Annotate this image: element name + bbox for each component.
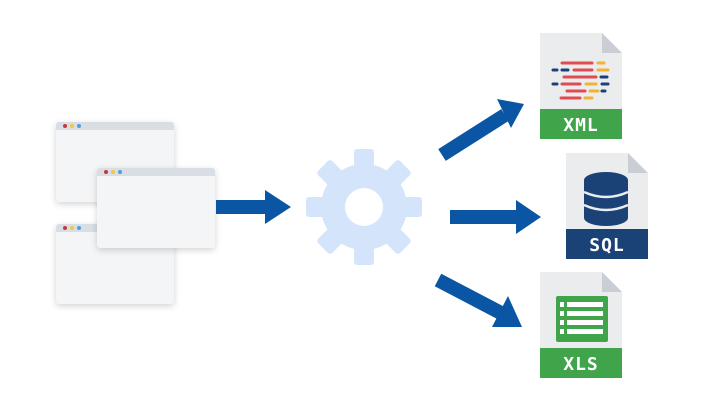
maximize-dot <box>118 170 122 174</box>
arrow-to-xls <box>434 273 522 327</box>
xls-label: XLS <box>563 354 599 375</box>
xml-file-icon: XML <box>540 33 622 139</box>
close-dot <box>63 124 67 128</box>
sql-label: SQL <box>589 235 625 256</box>
window-titlebar <box>56 122 174 130</box>
window-titlebar <box>97 168 215 176</box>
arrow-to-gear <box>216 190 291 224</box>
minimize-dot <box>70 226 74 230</box>
maximize-dot <box>77 124 81 128</box>
minimize-dot <box>111 170 115 174</box>
xml-label: XML <box>563 115 599 136</box>
arrow-to-xml <box>438 99 524 161</box>
arrow-to-sql <box>450 200 541 234</box>
database-icon <box>583 172 629 226</box>
file-band <box>566 229 648 259</box>
spreadsheet-grid-icon <box>556 296 608 342</box>
code-lines <box>551 61 610 100</box>
source-window-2 <box>97 168 215 248</box>
gear-hole <box>345 188 383 226</box>
close-dot <box>63 226 67 230</box>
file-band <box>540 109 622 139</box>
maximize-dot <box>77 226 81 230</box>
file-band <box>540 348 622 378</box>
xls-file-icon: XLS <box>540 272 622 378</box>
gear-icon <box>306 149 422 265</box>
close-dot <box>104 170 108 174</box>
file-corner-fold <box>628 153 648 173</box>
file-corner-fold <box>602 272 622 292</box>
sql-file-icon: SQL <box>566 153 648 259</box>
minimize-dot <box>70 124 74 128</box>
file-corner-fold <box>602 33 622 53</box>
